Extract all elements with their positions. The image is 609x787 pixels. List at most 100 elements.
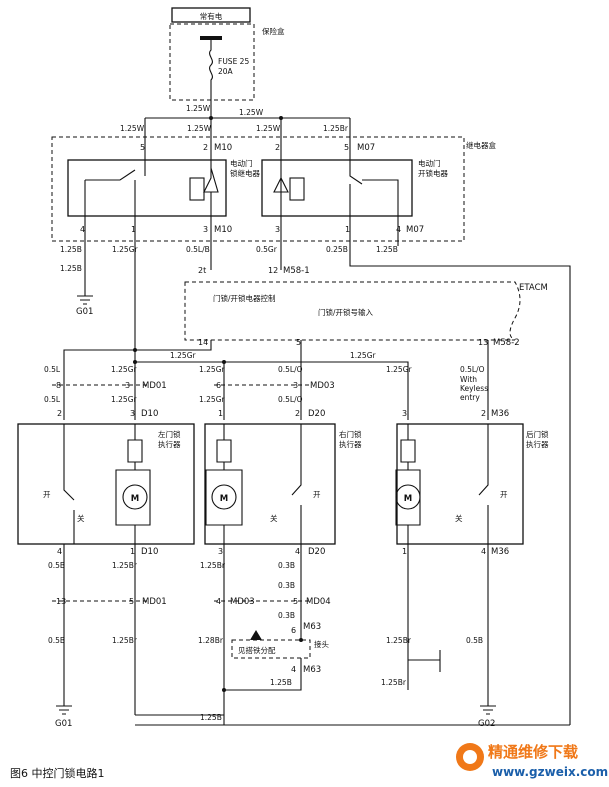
fuse-box-label: 保险盒	[262, 26, 285, 36]
splice-box	[231, 639, 311, 659]
svg-text:4: 4	[291, 665, 296, 674]
svg-text:5: 5	[293, 597, 298, 606]
svg-text:1.25Gr: 1.25Gr	[386, 365, 413, 374]
door-lock-relay	[67, 159, 227, 217]
svg-text:2: 2	[295, 409, 300, 418]
etacm-module	[184, 281, 521, 341]
arrow-icon	[250, 630, 262, 640]
etacm-input-label: 门锁/开锁号输入	[318, 307, 374, 317]
svg-text:MD01: MD01	[142, 381, 167, 391]
svg-text:MD03: MD03	[310, 381, 335, 391]
svg-text:1.25W: 1.25W	[256, 124, 281, 133]
diode-icon	[203, 167, 219, 193]
svg-text:右门锁: 右门锁	[339, 429, 362, 439]
svg-text:4: 4	[481, 547, 486, 556]
svg-text:0.3B: 0.3B	[278, 611, 295, 620]
svg-text:1.25Gr: 1.25Gr	[199, 395, 226, 404]
svg-text:0.5L: 0.5L	[44, 395, 61, 404]
svg-text:0.5L/O: 0.5L/O	[460, 365, 485, 374]
svg-text:0.5L: 0.5L	[44, 365, 61, 374]
watermark-text: 精通维修下载	[488, 743, 578, 761]
svg-text:开: 开	[313, 490, 321, 499]
svg-text:0.5L/O: 0.5L/O	[278, 395, 303, 404]
svg-text:13: 13	[478, 338, 488, 347]
svg-text:G01: G01	[55, 719, 72, 729]
svg-text:1: 1	[402, 547, 407, 556]
svg-text:1: 1	[345, 225, 350, 234]
svg-text:开: 开	[500, 490, 508, 499]
svg-text:12: 12	[268, 266, 278, 275]
relay-box-outline	[51, 136, 465, 242]
svg-text:4: 4	[57, 547, 62, 556]
diode-icon	[273, 176, 289, 193]
right-door-actuator	[204, 423, 336, 545]
svg-text:3: 3	[218, 547, 223, 556]
svg-text:1.25Br: 1.25Br	[386, 636, 412, 645]
svg-text:1: 1	[218, 409, 223, 418]
svg-text:M58-1: M58-1	[283, 266, 310, 276]
svg-text:entry: entry	[460, 393, 480, 402]
svg-text:3: 3	[402, 409, 407, 418]
svg-text:5: 5	[140, 143, 145, 152]
watermark-url: www.gzweix.com	[492, 765, 608, 779]
svg-text:1.25Gr: 1.25Gr	[112, 245, 139, 254]
svg-text:0.3B: 0.3B	[278, 581, 295, 590]
svg-text:M: M	[131, 494, 139, 504]
svg-text:1.25B: 1.25B	[270, 678, 292, 687]
svg-text:G01: G01	[76, 307, 93, 317]
svg-text:1.25Gr: 1.25Gr	[199, 365, 226, 374]
svg-text:1.25B: 1.25B	[60, 264, 82, 273]
svg-text:D10: D10	[141, 409, 158, 419]
svg-text:MD04: MD04	[306, 597, 331, 607]
svg-text:1: 1	[131, 225, 136, 234]
svg-text:1.25Br: 1.25Br	[323, 124, 349, 133]
hot-label: 常有电	[200, 11, 223, 21]
svg-text:1.25B: 1.25B	[200, 713, 222, 722]
svg-text:执行器: 执行器	[526, 439, 549, 449]
svg-text:0.5B: 0.5B	[48, 636, 65, 645]
motor-icon	[122, 484, 148, 510]
svg-text:M10: M10	[214, 225, 232, 235]
svg-text:1.28Br: 1.28Br	[198, 636, 224, 645]
svg-text:1.25Gr: 1.25Gr	[350, 351, 377, 360]
svg-text:关: 关	[270, 513, 278, 523]
svg-text:D20: D20	[308, 547, 325, 557]
svg-text:接头: 接头	[314, 639, 329, 649]
svg-text:M36: M36	[491, 409, 509, 419]
svg-text:2t: 2t	[198, 266, 206, 275]
svg-text:14: 14	[198, 338, 208, 347]
svg-text:0.3B: 0.3B	[278, 561, 295, 570]
ground-icon	[480, 700, 496, 715]
svg-text:6: 6	[216, 381, 221, 390]
svg-text:M07: M07	[406, 225, 424, 235]
fuse-rating: 20A	[218, 67, 234, 76]
svg-text:2: 2	[57, 409, 62, 418]
rear-door-actuator	[396, 423, 524, 545]
lock-relay-label: 电动门	[230, 158, 253, 168]
svg-text:0.25B: 0.25B	[326, 245, 348, 254]
svg-text:2: 2	[481, 409, 486, 418]
fuse-element	[209, 38, 213, 100]
svg-text:1.25W: 1.25W	[187, 124, 212, 133]
motor-icon	[395, 484, 421, 510]
svg-text:M63: M63	[303, 622, 321, 632]
svg-text:关: 关	[77, 513, 85, 523]
svg-text:1.25Br: 1.25Br	[112, 561, 138, 570]
svg-text:M36: M36	[491, 547, 509, 557]
motor-icon	[211, 484, 237, 510]
svg-text:3: 3	[125, 381, 130, 390]
left-door-actuator	[17, 423, 195, 545]
svg-text:关: 关	[455, 513, 463, 523]
svg-text:13: 13	[56, 597, 66, 606]
svg-text:0.5B: 0.5B	[48, 561, 65, 570]
svg-text:G02: G02	[478, 719, 495, 729]
ground-icon	[56, 700, 72, 715]
svg-text:1.25Br: 1.25Br	[200, 561, 226, 570]
svg-text:M: M	[220, 494, 228, 504]
svg-text:锁继电器: 锁继电器	[230, 168, 260, 178]
svg-text:Keyless: Keyless	[460, 384, 488, 393]
svg-text:M10: M10	[214, 143, 232, 153]
fuse-box-outline	[169, 23, 255, 101]
svg-text:M: M	[404, 494, 412, 504]
